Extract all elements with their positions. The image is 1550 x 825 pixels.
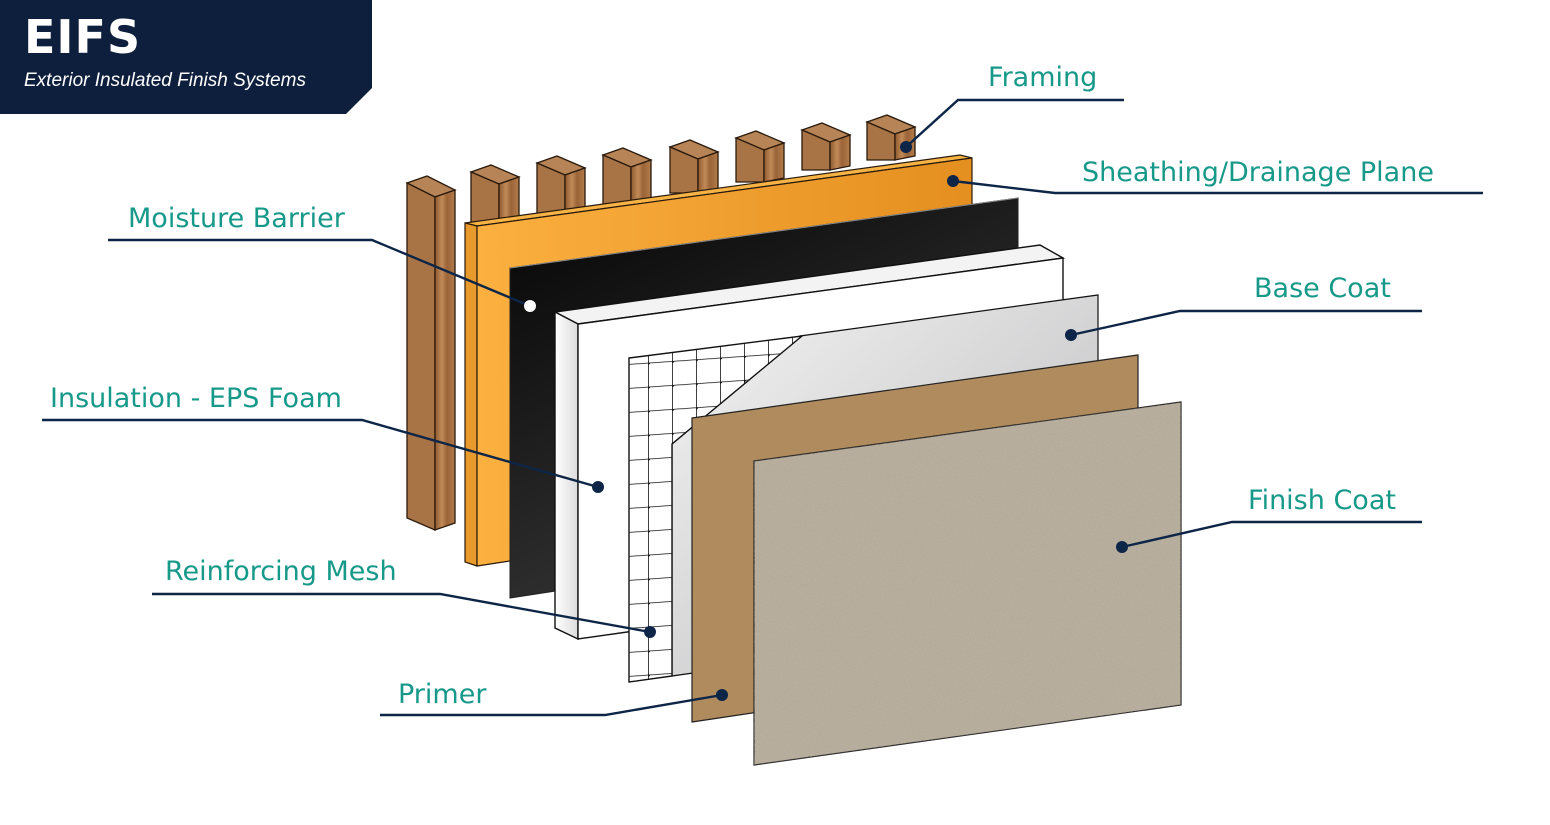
leader-insulation	[42, 418, 599, 489]
header: EIFS Exterior Insulated Finish Systems	[0, 0, 372, 114]
label-reinforcing-mesh: Reinforcing Mesh	[165, 556, 397, 587]
label-sheathing: Sheathing/Drainage Plane	[1082, 157, 1434, 188]
label-framing: Framing	[988, 62, 1098, 93]
leader-reinforcing-mesh	[152, 592, 651, 634]
header-banner	[0, 0, 372, 114]
leader-moisture-barrier	[108, 238, 531, 308]
label-insulation: Insulation - EPS Foam	[50, 383, 342, 414]
finish-coat-panel	[753, 401, 1182, 766]
leader-framing	[905, 98, 1124, 148]
leader-sheathing	[952, 179, 1483, 195]
label-finish-coat: Finish Coat	[1248, 485, 1396, 516]
page-subtitle: Exterior Insulated Finish Systems	[24, 70, 306, 91]
label-base-coat: Base Coat	[1254, 273, 1391, 304]
label-moisture-barrier: Moisture Barrier	[128, 203, 345, 234]
label-primer: Primer	[398, 679, 487, 710]
framing-studs	[405, 175, 457, 531]
stud	[405, 175, 457, 531]
leader-primer	[380, 693, 723, 717]
stud-tops	[469, 114, 917, 233]
leader-lines	[42, 98, 1483, 717]
leader-finish-coat	[1121, 520, 1422, 549]
page-title: EIFS	[24, 10, 142, 64]
leader-base-coat	[1070, 309, 1422, 337]
leader-dots	[524, 141, 1128, 701]
